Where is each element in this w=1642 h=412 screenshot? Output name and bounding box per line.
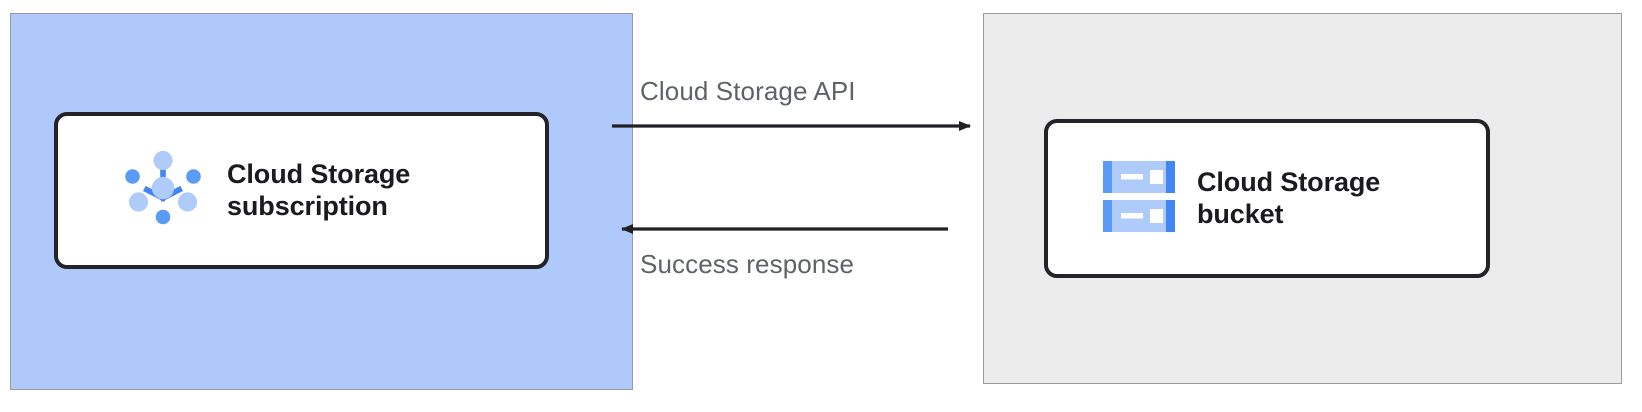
pubsub-subscription-icon	[121, 146, 205, 235]
connector-response-label: Success response	[640, 249, 855, 279]
cloud-storage-bucket-card[interactable]: Cloud Storage bucket	[1044, 119, 1490, 278]
connector-request-label: Cloud Storage API	[640, 76, 856, 106]
cloud-storage-bucket-label: Cloud Storage bucket	[1197, 166, 1381, 229]
cloud-storage-bucket-icon	[1103, 159, 1175, 238]
cloud-storage-subscription-card[interactable]: Cloud Storage subscription	[54, 112, 549, 269]
cloud-storage-subscription-label: Cloud Storage subscription	[227, 158, 411, 221]
